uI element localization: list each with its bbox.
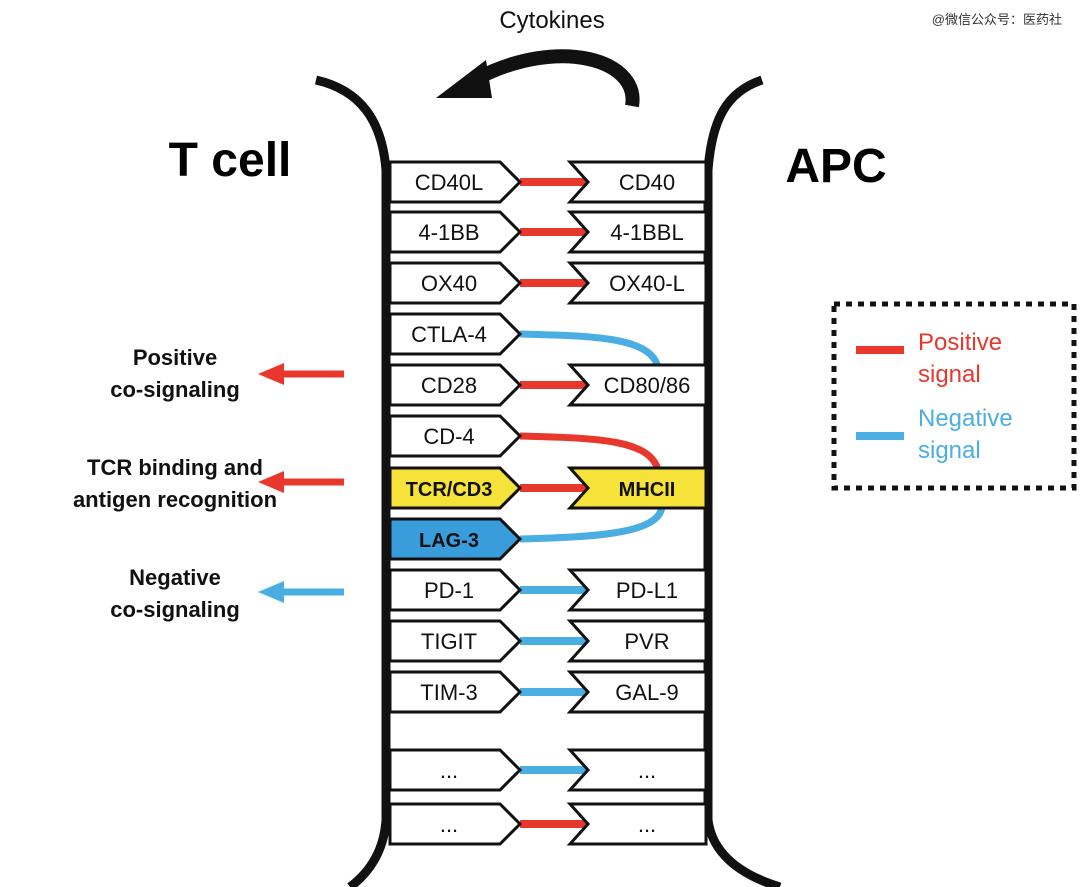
watermark-text: @微信公众号：医药社	[932, 12, 1062, 27]
t-cell-label: T cell	[169, 134, 292, 187]
tcell-molecule-label: ...	[440, 812, 458, 837]
apc-molecule-label: ...	[638, 812, 656, 837]
legend-text: Positive	[918, 329, 1002, 356]
tcell-molecule-label: CTLA-4	[411, 322, 487, 347]
apc-molecule-label: ...	[638, 758, 656, 783]
cytokines-arrow-icon	[436, 49, 640, 108]
t-cell-membrane	[314, 75, 391, 887]
tcell-molecule-label: CD28	[421, 373, 477, 398]
tcell-molecule: TIGIT	[388, 619, 523, 663]
apc-molecule-label: 4-1BBL	[610, 220, 683, 245]
side-label: TCR binding and antigen recognition	[73, 455, 344, 512]
apc-molecule: MHCII	[566, 466, 708, 510]
apc-molecule: 4-1BBL	[566, 210, 708, 254]
apc-molecule: ...	[566, 748, 708, 792]
tcell-molecule-label: 4-1BB	[418, 220, 479, 245]
tcell-molecule: LAG-3	[388, 517, 523, 561]
signal-connector	[519, 505, 666, 543]
tcell-molecule: PD-1	[388, 568, 523, 612]
tcell-molecule: OX40	[388, 261, 523, 305]
apc-molecule-label: MHCII	[619, 479, 676, 501]
tcell-molecule-label: TIM-3	[420, 680, 477, 705]
tcell-molecule-label: CD-4	[423, 424, 474, 449]
tcell-molecule: CD40L	[388, 160, 523, 204]
tcell-molecule-label: TIGIT	[421, 629, 477, 654]
connector-layer	[519, 178, 666, 828]
signal-connector	[519, 432, 662, 472]
apc-molecule: CD40	[566, 160, 708, 204]
tcell-molecule: CD-4	[388, 414, 523, 458]
cytokines-label: Cytokines	[499, 7, 604, 34]
tcell-molecule-label: ...	[440, 758, 458, 783]
apc-molecule-label: CD80/86	[604, 373, 691, 398]
side-label-text: Negative	[129, 565, 221, 590]
left-arrow-icon	[258, 363, 284, 385]
apc-molecule: OX40-L	[566, 261, 708, 305]
tcell-molecule: TCR/CD3	[388, 466, 523, 510]
apc-molecule-label: OX40-L	[609, 271, 685, 296]
apc-label: APC	[785, 140, 886, 193]
apc-molecule: PVR	[566, 619, 708, 663]
legend-text: signal	[918, 437, 981, 464]
tcell-molecule: CTLA-4	[388, 312, 523, 356]
apc-molecule-label: GAL-9	[615, 680, 679, 705]
legend-border	[831, 301, 1077, 491]
side-label-text: antigen recognition	[73, 487, 277, 512]
left-arrow-icon	[258, 581, 284, 603]
side-label: Positive co-signaling	[110, 345, 344, 402]
apc-molecule-label: CD40	[619, 170, 675, 195]
apc-molecule: CD80/86	[566, 363, 708, 407]
tcell-molecule-label: LAG-3	[419, 530, 479, 552]
apc-molecule: PD-L1	[566, 568, 708, 612]
side-label-text: Positive	[133, 345, 217, 370]
tcell-molecule-label: OX40	[421, 271, 477, 296]
apc-molecule-label: PVR	[624, 629, 669, 654]
apc-molecule-label: PD-L1	[616, 578, 678, 603]
tcell-molecule: ...	[388, 802, 523, 846]
tcell-molecule-label: CD40L	[415, 170, 483, 195]
apc-molecule: ...	[566, 802, 708, 846]
side-label-text: TCR binding and	[87, 455, 263, 480]
side-label-text: co-signaling	[110, 597, 240, 622]
tcell-molecule: ...	[388, 748, 523, 792]
tcell-molecule-label: TCR/CD3	[406, 479, 493, 501]
tcell-molecule: CD28	[388, 363, 523, 407]
tcell-molecule: TIM-3	[388, 670, 523, 714]
tcell-molecule-label: PD-1	[424, 578, 474, 603]
left-arrow-icon	[258, 471, 284, 493]
legend-text: signal	[918, 361, 981, 388]
legend-item: Positive signal	[856, 329, 1002, 388]
signal-connector	[519, 330, 662, 369]
apc-molecule: GAL-9	[566, 670, 708, 714]
legend-text: Negative	[918, 405, 1013, 432]
side-label: Negative co-signaling	[110, 565, 344, 622]
side-label-text: co-signaling	[110, 377, 240, 402]
apc-membrane	[703, 75, 782, 887]
legend-item: Negative signal	[856, 405, 1013, 464]
tcell-molecule: 4-1BB	[388, 210, 523, 254]
molecule-layer: CD40L CD40 4-1BB 4-1BBL OX40 OX40-L CTLA-4CD28…	[388, 160, 708, 846]
